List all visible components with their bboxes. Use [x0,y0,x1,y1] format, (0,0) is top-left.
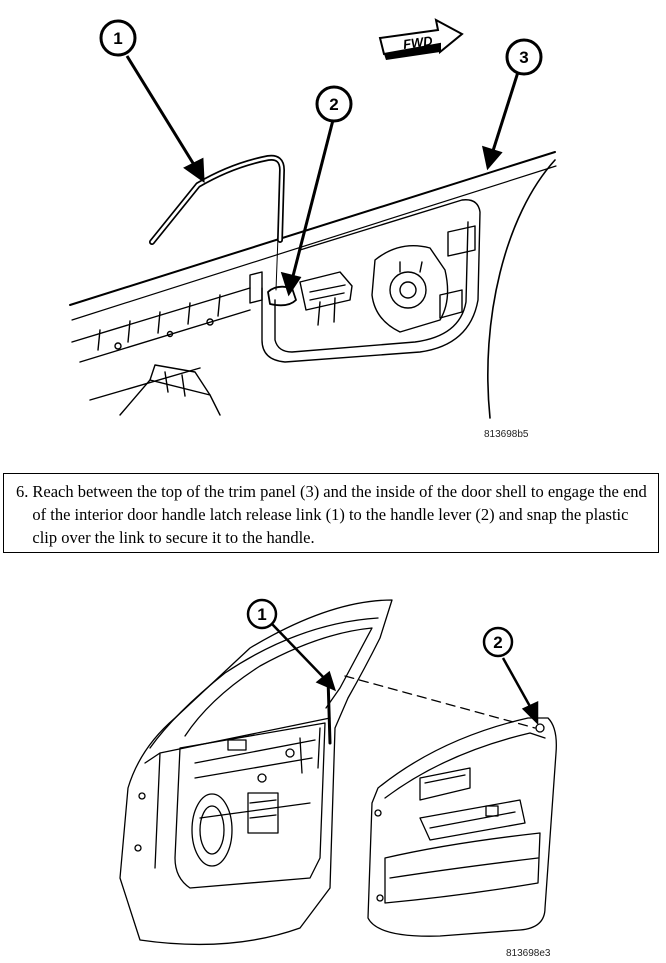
callout-2: 2 [482,626,514,658]
door-trim-panel [367,717,557,937]
svg-text:FWD: FWD [402,33,434,52]
figure-code: 813698e3 [506,948,551,959]
step-number: 6. [16,482,29,501]
handle-bezel [261,199,481,363]
step-text: Reach between the top of the trim panel … [32,482,647,547]
door-trim-panel-figure: 1 2 813698e3 [119,598,557,959]
door-frame-outline [119,599,393,946]
figure-code: 813698b5 [484,429,529,440]
svg-text:3: 3 [519,48,528,67]
svg-text:2: 2 [493,633,502,652]
door-shell-outer-curve [487,159,556,419]
svg-text:1: 1 [113,29,122,48]
forward-direction-arrow-icon: FWD [378,18,464,60]
step-instruction-box: 6. Reach between the top of the trim pan… [3,473,659,553]
svg-text:1: 1 [257,605,266,624]
callout-1: 1 [99,19,137,57]
door-shell-top-edge [69,151,556,306]
latch-release-link [149,154,285,245]
callout-3: 3 [505,38,543,76]
callout-1: 1 [246,598,278,630]
svg-text:2: 2 [329,95,338,114]
callout-2: 2 [315,85,353,123]
speaker [191,793,233,867]
handle-lever-clip [267,285,297,307]
door-latch-link [326,676,332,745]
latch-link-detail-figure: 1 2 3 FWD 813698b5 [69,18,557,440]
